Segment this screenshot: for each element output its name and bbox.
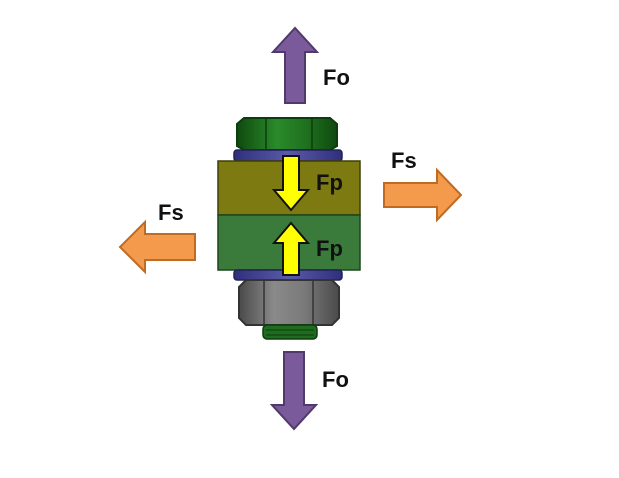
- clamp-force-label-upper: Fp: [316, 170, 343, 195]
- bolt-thread-tip: [262, 324, 318, 340]
- axial-force-label-bottom: Fo: [322, 367, 349, 392]
- axial-force-arrow-down: [269, 351, 319, 431]
- shear-force-arrow-left: [118, 219, 196, 275]
- axial-force-arrow-up: [270, 26, 320, 104]
- shear-force-label-left: Fs: [158, 200, 184, 225]
- bolt-head: [236, 117, 338, 151]
- clamp-force-arrow-down: [271, 155, 311, 212]
- axial-force-label-top: Fo: [323, 65, 350, 90]
- shear-force-arrow-right: [383, 167, 463, 223]
- clamp-force-arrow-up: [271, 221, 311, 276]
- nut: [238, 279, 340, 326]
- shear-force-label-right: Fs: [391, 148, 417, 173]
- clamp-force-label-lower: Fp: [316, 236, 343, 261]
